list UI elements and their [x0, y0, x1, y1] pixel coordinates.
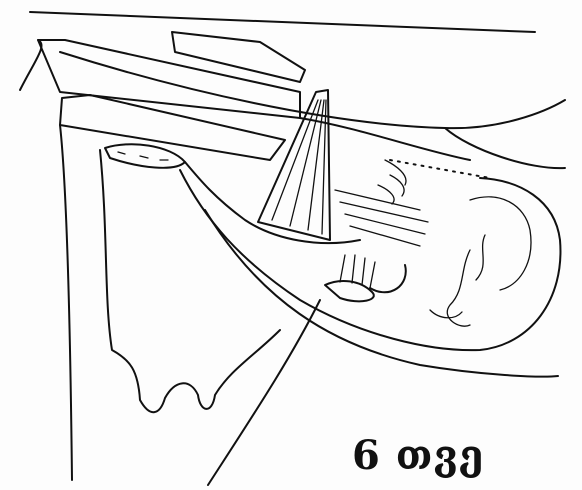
lower-diagonal-line	[208, 300, 320, 485]
left-segment-outer	[20, 40, 42, 90]
upper-bar-top	[172, 32, 305, 82]
striation-4	[350, 226, 420, 246]
fan-cone-outline	[258, 90, 330, 240]
right-frame-curve	[445, 128, 565, 168]
main-duct-lower	[180, 170, 560, 350]
small-oval-organ	[105, 144, 185, 168]
upper-bar-left	[38, 40, 300, 118]
figure-caption: 6 თვე	[352, 432, 484, 479]
finger-ends	[378, 160, 406, 204]
long-band-top	[60, 52, 565, 128]
upper-outline	[30, 12, 535, 32]
organ-fold-4	[430, 310, 462, 318]
small-fan-hook	[370, 265, 406, 292]
fan-line-4	[322, 100, 326, 234]
striation-3	[345, 214, 425, 234]
striation-1	[335, 190, 420, 210]
striation-2	[340, 202, 428, 222]
organ-fold-3	[476, 235, 485, 280]
left-body-edge	[60, 125, 72, 480]
small-oval-dots	[118, 152, 168, 160]
main-duct-upper	[185, 162, 360, 243]
small-fan	[325, 281, 374, 301]
